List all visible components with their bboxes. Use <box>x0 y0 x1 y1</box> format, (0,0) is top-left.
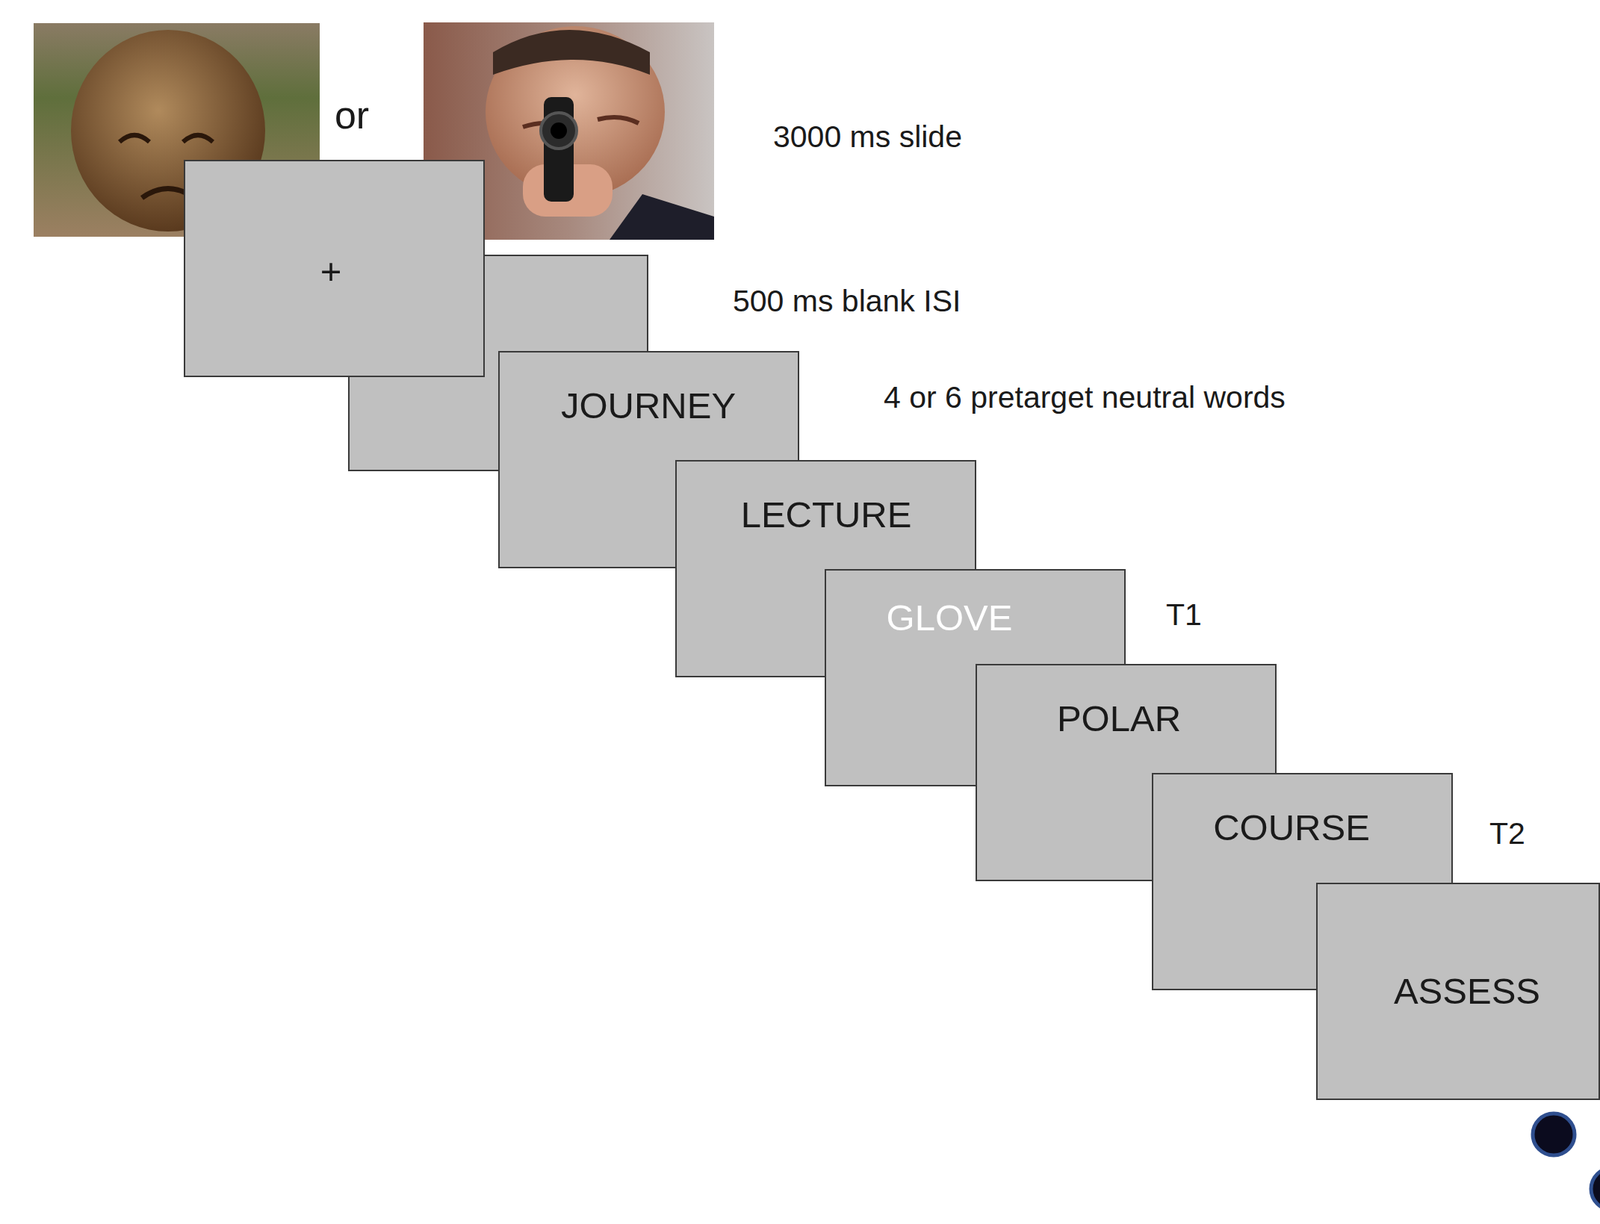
annotation-label: 4 or 6 pretarget neutral words <box>883 380 1286 415</box>
dot <box>1591 1168 1600 1211</box>
jacket <box>609 194 715 240</box>
rsvp-slide: + <box>183 159 485 378</box>
slide-word: COURSE <box>1213 808 1370 849</box>
annotation-label: T1 <box>1166 598 1202 632</box>
annotation-label: T2 <box>1489 817 1526 851</box>
annotation-label: 500 ms blank ISI <box>732 284 961 319</box>
rsvp-slide: ASSESS <box>1316 882 1600 1101</box>
muzzle-hole <box>550 122 567 139</box>
slide-word: ASSESS <box>1393 971 1541 1013</box>
slide-word: GLOVE <box>886 598 1013 639</box>
slide-word: LECTURE <box>740 495 913 536</box>
slide-word: + <box>320 251 343 293</box>
hair <box>492 29 650 75</box>
dot <box>1532 1113 1575 1156</box>
eyes <box>119 135 213 142</box>
gun-muzzle <box>540 112 577 149</box>
annotation-label: 3000 ms slide <box>773 120 963 154</box>
annotation-label: or <box>334 94 370 137</box>
slide-word: JOURNEY <box>560 386 736 427</box>
slide-word: POLAR <box>1056 699 1181 740</box>
